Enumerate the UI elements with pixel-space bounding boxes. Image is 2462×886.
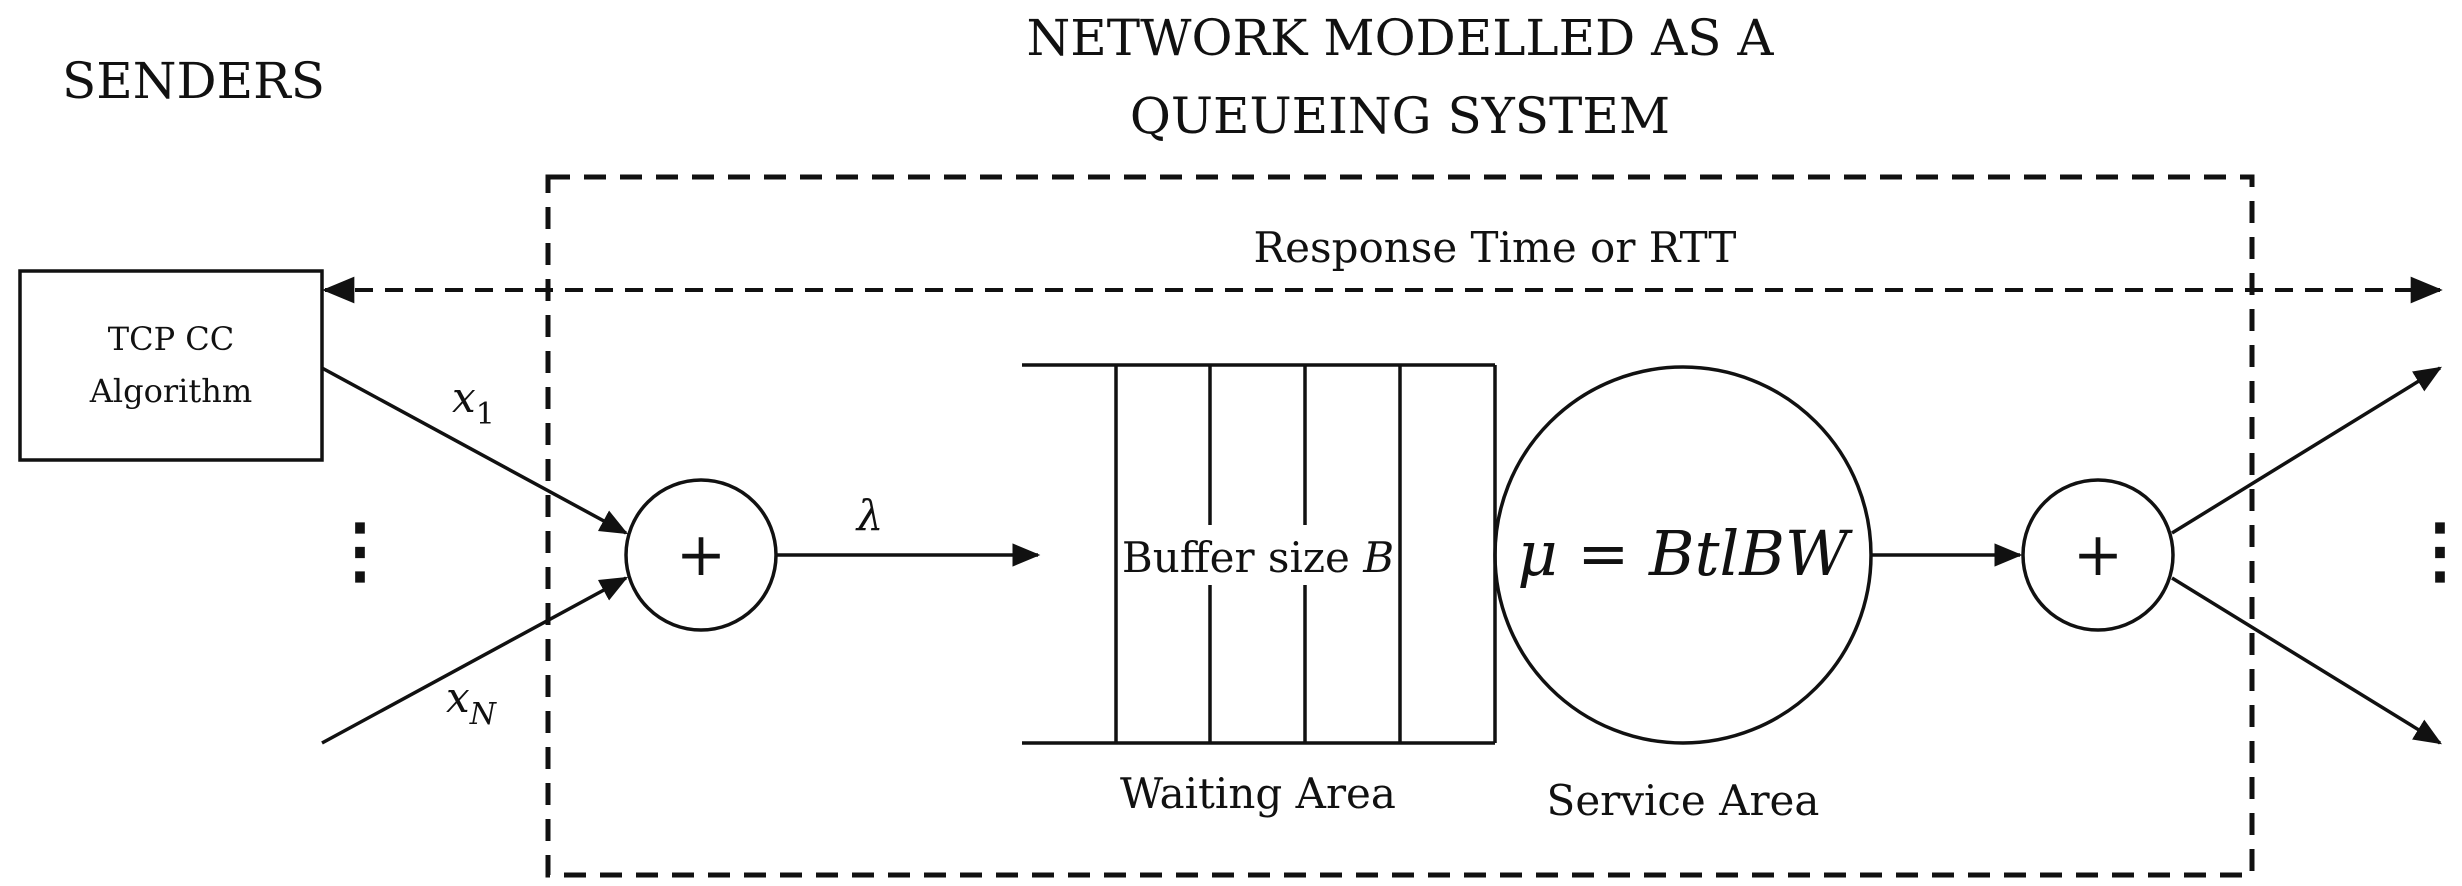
xn-label: xN — [446, 673, 498, 732]
service-area-label: Service Area — [1547, 776, 1820, 825]
x1-label: x1 — [452, 373, 495, 432]
xn-arrow — [321, 576, 629, 745]
lambda-label: λ — [855, 491, 884, 540]
tcp-cc-line2: Algorithm — [89, 372, 252, 410]
network-boundary — [545, 174, 2255, 878]
right-sum-node — [2021, 478, 2175, 632]
network-title-line2: QUEUEING SYSTEM — [1130, 87, 1670, 145]
senders-label: SENDERS — [62, 52, 325, 110]
output-arrow-bottom — [2171, 576, 2442, 745]
left-ellipsis: ⋮ — [324, 507, 396, 592]
network-title-line1: NETWORK MODELLED AS A — [1027, 9, 1775, 67]
output-arrow-top — [2171, 366, 2442, 535]
right-ellipsis: ⋮ — [2404, 507, 2462, 592]
right-plus-symbol: + — [2073, 520, 2123, 590]
buffer-size-label: Buffer size B — [1122, 533, 1394, 582]
waiting-area-label: Waiting Area — [1120, 769, 1396, 818]
left-plus-symbol: + — [676, 520, 726, 590]
x1-arrow — [321, 366, 629, 535]
tcp-cc-line1: TCP CC — [108, 320, 235, 358]
service-rate-label: μ = BtlBW — [1517, 517, 1853, 590]
rtt-label: Response Time or RTT — [1254, 223, 1737, 272]
tcp-cc-box — [18, 269, 324, 462]
